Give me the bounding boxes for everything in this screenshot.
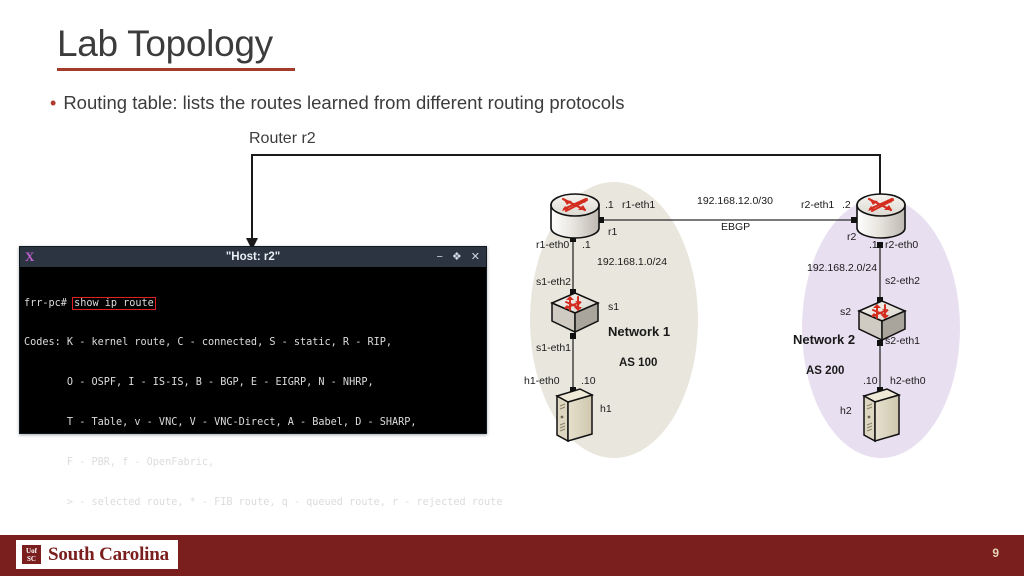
label-r1-eth1: r1-eth1 bbox=[622, 199, 656, 211]
terminal-titlebar[interactable]: X "Host: r2" − ❖ ✕ bbox=[20, 247, 486, 267]
label-h2-eth0: h2-eth0 bbox=[890, 375, 926, 387]
title-block: Lab Topology bbox=[57, 22, 295, 71]
label-s2-eth2: s2-eth2 bbox=[885, 275, 921, 287]
page-title: Lab Topology bbox=[57, 23, 273, 64]
label-h2-name: h2 bbox=[840, 405, 852, 417]
logo-mark-line1: Uof bbox=[26, 546, 37, 555]
label-net1-subnet: 192.168.1.0/24 bbox=[597, 256, 668, 268]
label-s2-eth1: s2-eth1 bbox=[885, 335, 921, 347]
bullet-marker-icon: • bbox=[50, 93, 57, 113]
footer-top-rule bbox=[0, 533, 1024, 535]
terminal-line: F - PBR, f - OpenFabric, bbox=[24, 457, 215, 469]
label-r2-name: r2 bbox=[847, 231, 857, 243]
label-s1-eth2: s1-eth2 bbox=[536, 276, 572, 288]
switch-s1-icon bbox=[550, 292, 600, 334]
close-icon[interactable]: ✕ bbox=[470, 250, 480, 263]
uofsc-logo-mark-icon: Uof SC bbox=[22, 545, 41, 564]
university-name: South Carolina bbox=[48, 543, 169, 565]
label-r2-wan-ip: .2 bbox=[842, 199, 851, 211]
label-r1-lan-ip: .1 bbox=[582, 239, 591, 251]
terminal-line: O - OSPF, I - IS-IS, B - BGP, E - EIGRP,… bbox=[24, 377, 374, 389]
title-underline-rule bbox=[57, 68, 295, 71]
label-h2-ip: .10 bbox=[863, 375, 878, 387]
bullet-row: • Routing table: lists the routes learne… bbox=[50, 92, 624, 114]
host-h1-icon bbox=[555, 388, 595, 443]
label-r1-name: r1 bbox=[608, 226, 618, 238]
label-r1-wan-ip: .1 bbox=[605, 199, 614, 211]
label-network2-as: AS 200 bbox=[806, 365, 845, 377]
terminal-window-title: "Host: r2" bbox=[225, 251, 281, 263]
label-network1-as: AS 100 bbox=[619, 357, 658, 369]
terminal-window[interactable]: X "Host: r2" − ❖ ✕ frr-pc# show ip route… bbox=[19, 246, 502, 576]
router-r1-icon bbox=[550, 193, 600, 239]
callout-label-router-r2: Router r2 bbox=[249, 130, 316, 147]
label-net2-subnet: 192.168.2.0/24 bbox=[807, 262, 878, 274]
terminal-line: T - Table, v - VNC, V - VNC-Direct, A - … bbox=[24, 417, 417, 429]
label-r2-lan-ip: .1 bbox=[869, 239, 878, 251]
label-wan-subnet: 192.168.12.0/30 bbox=[697, 195, 773, 207]
terminal-command-line: frr-pc# show ip route bbox=[24, 296, 482, 310]
slide-footer: Uof SC South Carolina 9 bbox=[0, 533, 1024, 576]
university-logo: Uof SC South Carolina bbox=[16, 540, 178, 569]
host-h2-icon bbox=[862, 388, 902, 443]
label-r2-eth1: r2-eth1 bbox=[801, 199, 835, 211]
logo-mark-line2: SC bbox=[27, 554, 36, 563]
label-s2-name: s2 bbox=[840, 306, 852, 318]
page-number: 9 bbox=[992, 546, 999, 560]
terminal-prompt: frr-pc# bbox=[24, 297, 67, 309]
switch-s2-icon bbox=[857, 300, 907, 342]
label-s1-eth1: s1-eth1 bbox=[536, 342, 572, 354]
terminal-line: Codes: K - kernel route, C - connected, … bbox=[24, 337, 393, 349]
label-h1-name: h1 bbox=[600, 403, 612, 415]
minimize-icon[interactable]: − bbox=[436, 250, 443, 263]
label-network2-title: Network 2 bbox=[793, 332, 856, 347]
label-s1-name: s1 bbox=[608, 301, 620, 313]
highlighted-command: show ip route bbox=[72, 296, 156, 310]
label-network1-title: Network 1 bbox=[608, 324, 671, 339]
label-h1-eth0: h1-eth0 bbox=[524, 375, 560, 387]
label-h1-ip: .10 bbox=[581, 375, 596, 387]
label-r1-eth0: r1-eth0 bbox=[536, 239, 570, 251]
xterm-logo-icon: X bbox=[25, 249, 35, 264]
label-ebgp: EBGP bbox=[721, 221, 751, 233]
bullet-text: Routing table: lists the routes learned … bbox=[63, 92, 625, 113]
terminal-window-controls: − ❖ ✕ bbox=[436, 247, 480, 267]
label-r2-eth0: r2-eth0 bbox=[885, 239, 919, 251]
router-r2-icon bbox=[856, 193, 906, 239]
maximize-icon[interactable]: ❖ bbox=[451, 250, 462, 263]
